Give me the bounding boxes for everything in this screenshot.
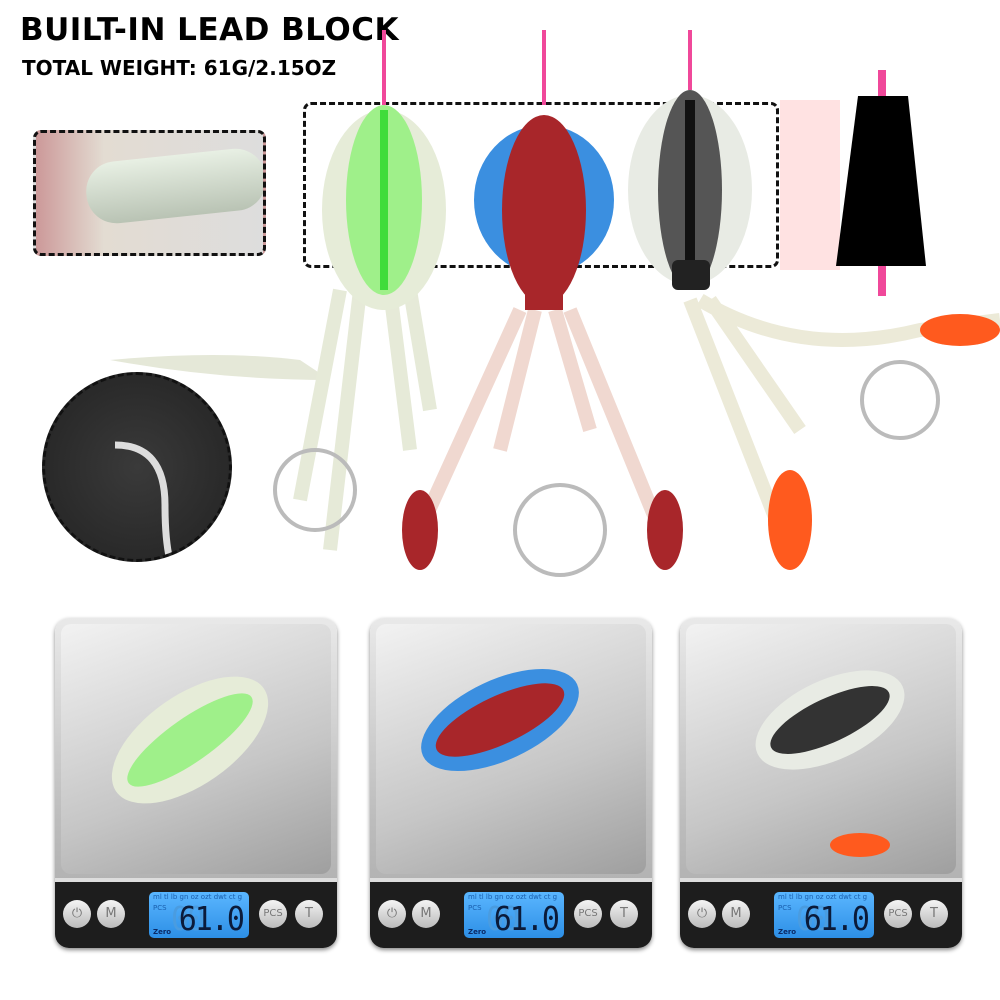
pcs-indicator: PCS <box>153 904 167 912</box>
weight-reading: 61.0 <box>803 900 870 938</box>
zero-indicator: Zero <box>468 928 487 936</box>
weight-reading: 61.0 <box>493 900 560 938</box>
hook-icon <box>114 441 174 559</box>
scale-panel: ⏻ M ml tl lb gn oz ozt dwt ct g PCS Zero… <box>680 878 962 948</box>
scale-display: ml tl lb gn oz ozt dwt ct g PCS Zero 00 … <box>774 892 874 938</box>
ghost-digits: 00 <box>796 900 830 938</box>
tare-button[interactable]: T <box>295 900 323 928</box>
units-label: ml tl lb gn oz ozt dwt ct g <box>468 893 558 901</box>
weight-reading: 61.0 <box>178 900 245 938</box>
scale-display: ml tl lb gn oz ozt dwt ct g PCS Zero 00 … <box>149 892 249 938</box>
title: BUILT-IN LEAD BLOCK <box>20 12 400 48</box>
pcs-indicator: PCS <box>468 904 482 912</box>
lures-on-scales <box>111 668 905 857</box>
squid-lure-black <box>628 30 1000 570</box>
scale-display: ml tl lb gn oz ozt dwt ct g PCS Zero 00 … <box>464 892 564 938</box>
lead-closeup-inset <box>33 130 266 256</box>
subtitle: TOTAL WEIGHT: 61G/2.15OZ <box>22 56 337 80</box>
mode-button[interactable]: M <box>722 900 750 928</box>
mode-button[interactable]: M <box>97 900 125 928</box>
hook-closeup-inset <box>42 372 232 562</box>
power-button[interactable]: ⏻ <box>63 900 91 928</box>
squid-lure-green <box>110 30 446 551</box>
scale-panel: ⏻ M ml tl lb gn oz ozt dwt ct g PCS Zero… <box>55 878 337 948</box>
power-button[interactable]: ⏻ <box>688 900 716 928</box>
tare-button[interactable]: T <box>920 900 948 928</box>
power-button[interactable]: ⏻ <box>378 900 406 928</box>
units-label: ml tl lb gn oz ozt dwt ct g <box>153 893 243 901</box>
pcs-button[interactable]: PCS <box>574 900 602 928</box>
lead-block-diagram <box>780 70 926 296</box>
ghost-digits: 00 <box>486 900 520 938</box>
scale-panel: ⏻ M ml tl lb gn oz ozt dwt ct g PCS Zero… <box>370 878 652 948</box>
pcs-indicator: PCS <box>778 904 792 912</box>
ghost-digits: 00 <box>171 900 205 938</box>
scale-3: ⏻ M ml tl lb gn oz ozt dwt ct g PCS Zero… <box>680 618 962 948</box>
pcs-button[interactable]: PCS <box>259 900 287 928</box>
squid-lure-red <box>402 30 683 577</box>
pcs-button[interactable]: PCS <box>884 900 912 928</box>
squid-lures <box>110 30 1000 577</box>
zero-indicator: Zero <box>778 928 797 936</box>
tare-button[interactable]: T <box>610 900 638 928</box>
mode-button[interactable]: M <box>412 900 440 928</box>
zero-indicator: Zero <box>153 928 172 936</box>
units-label: ml tl lb gn oz ozt dwt ct g <box>778 893 868 901</box>
